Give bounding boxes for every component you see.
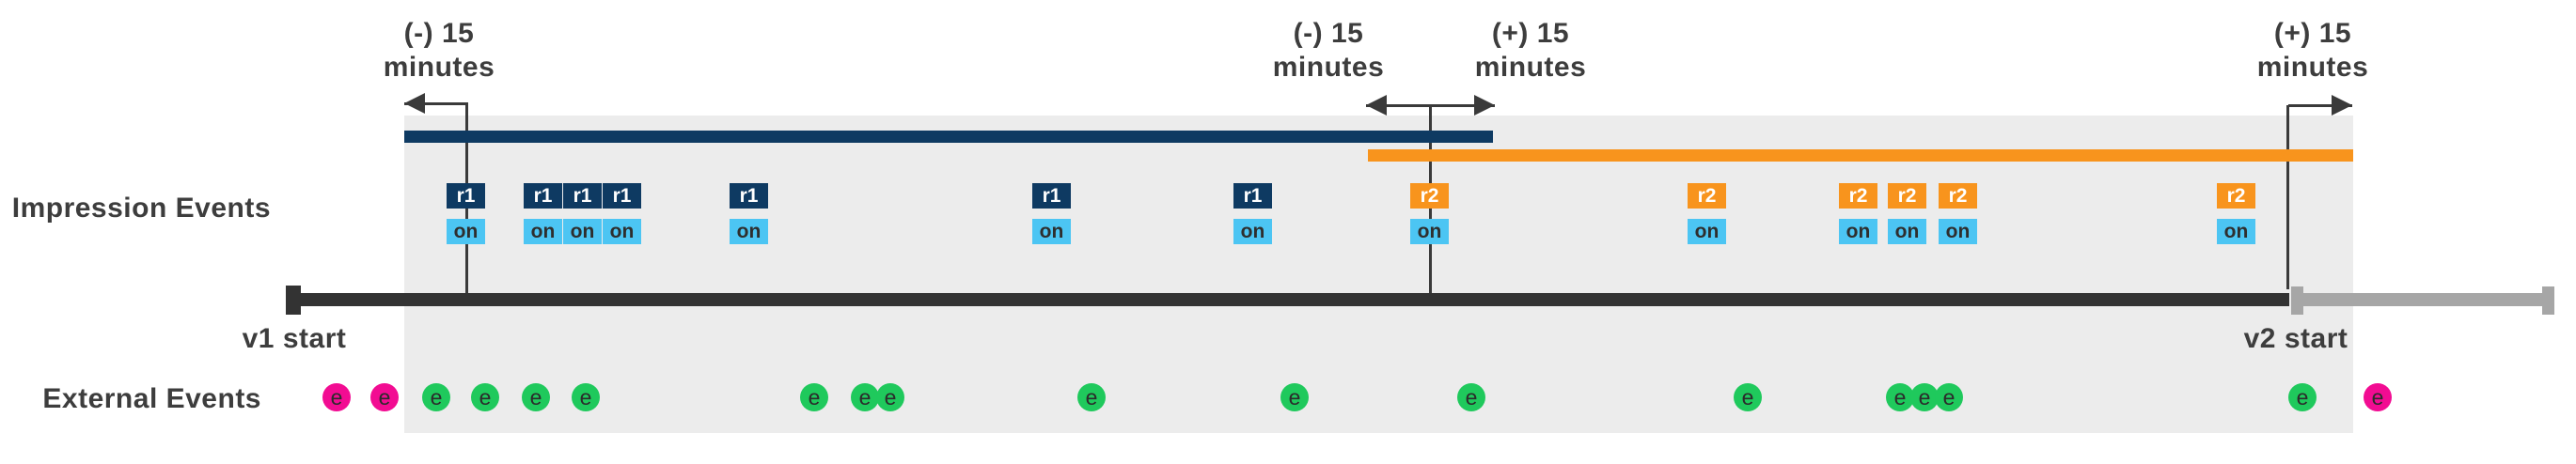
external-event-dot-green: e [471,383,499,411]
impression-badge-r1: r1 [447,183,485,209]
v2-start-label: v2 start [2243,323,2348,354]
external-event-dot-pink: e [322,383,351,411]
v2-timeline-bar [2291,293,2554,306]
minus-15-arrow-left-left-arrowhead-icon [404,93,425,114]
external-event-dot-green: e [1077,383,1106,411]
impression-state-chip-on: on [524,219,562,244]
impression-badge-r2: r2 [1939,183,1977,209]
external-event-dot-green: e [876,383,904,411]
impression-state-chip-on: on [1839,219,1877,244]
window-arrow-mid [1366,104,1495,107]
impression-state-chip-on: on [1032,219,1071,244]
plus-15-arrow-right [2288,104,2352,107]
window-arrow-mid-right-arrowhead-icon [1474,95,1495,116]
impression-state-chip-on: on [1688,219,1726,244]
external-event-dot-green: e [1734,383,1762,411]
v1-active-bar [404,131,1493,143]
impression-state-chip-on: on [603,219,641,244]
impression-state-chip-on: on [1939,219,1977,244]
impression-state-chip-on: on [2217,219,2255,244]
impression-badge-r1: r1 [524,183,562,209]
v1-timeline-bar [287,293,2289,306]
impression-state-chip-on: on [1233,219,1272,244]
impression-badge-r1: r1 [563,183,602,209]
external-event-dot-pink: e [2364,383,2392,411]
impression-badge-r2: r2 [1839,183,1877,209]
external-events-label: External Events [42,383,261,414]
impression-badge-r2: r2 [1688,183,1726,209]
impression-state-chip-on: on [1888,219,1926,244]
external-event-dot-green: e [1935,383,1963,411]
v2-active-bar [1368,149,2353,162]
v2-start-cap [2291,286,2303,315]
external-event-dot-green: e [422,383,450,411]
v1-start-cap [286,286,301,315]
window-arrow-mid-left-arrowhead-icon [1366,95,1387,116]
impression-state-chip-on: on [447,219,485,244]
v2-start-guide [2286,105,2289,289]
impression-badge-r2: r2 [1410,183,1449,209]
external-event-dot-green: e [1457,383,1485,411]
external-event-dot-green: e [1910,383,1939,411]
impression-events-label: Impression Events [11,193,271,224]
external-event-dot-green: e [800,383,828,411]
external-event-dot-green: e [522,383,550,411]
v2-end-cap [2542,286,2554,315]
external-event-dot-pink: e [370,383,399,411]
impression-badge-r1: r1 [603,183,641,209]
external-event-dot-green: e [572,383,600,411]
minus-15-arrow-left [404,102,468,105]
impression-badge-r1: r1 [730,183,768,209]
external-event-dot-green: e [1280,383,1309,411]
impression-state-chip-on: on [730,219,768,244]
impression-state-chip-on: on [1410,219,1449,244]
external-event-dot-green: e [1886,383,1914,411]
impression-badge-r2: r2 [1888,183,1926,209]
v1-start-label: v1 start [242,323,347,354]
observation-window-panel [404,116,2353,433]
impression-state-chip-on: on [563,219,602,244]
plus-15-arrow-right-right-arrowhead-icon [2332,95,2352,116]
external-event-dot-green: e [851,383,879,411]
impression-badge-r1: r1 [1032,183,1071,209]
impression-badge-r2: r2 [2217,183,2255,209]
impression-badge-r1: r1 [1233,183,1272,209]
external-event-dot-green: e [2288,383,2317,411]
